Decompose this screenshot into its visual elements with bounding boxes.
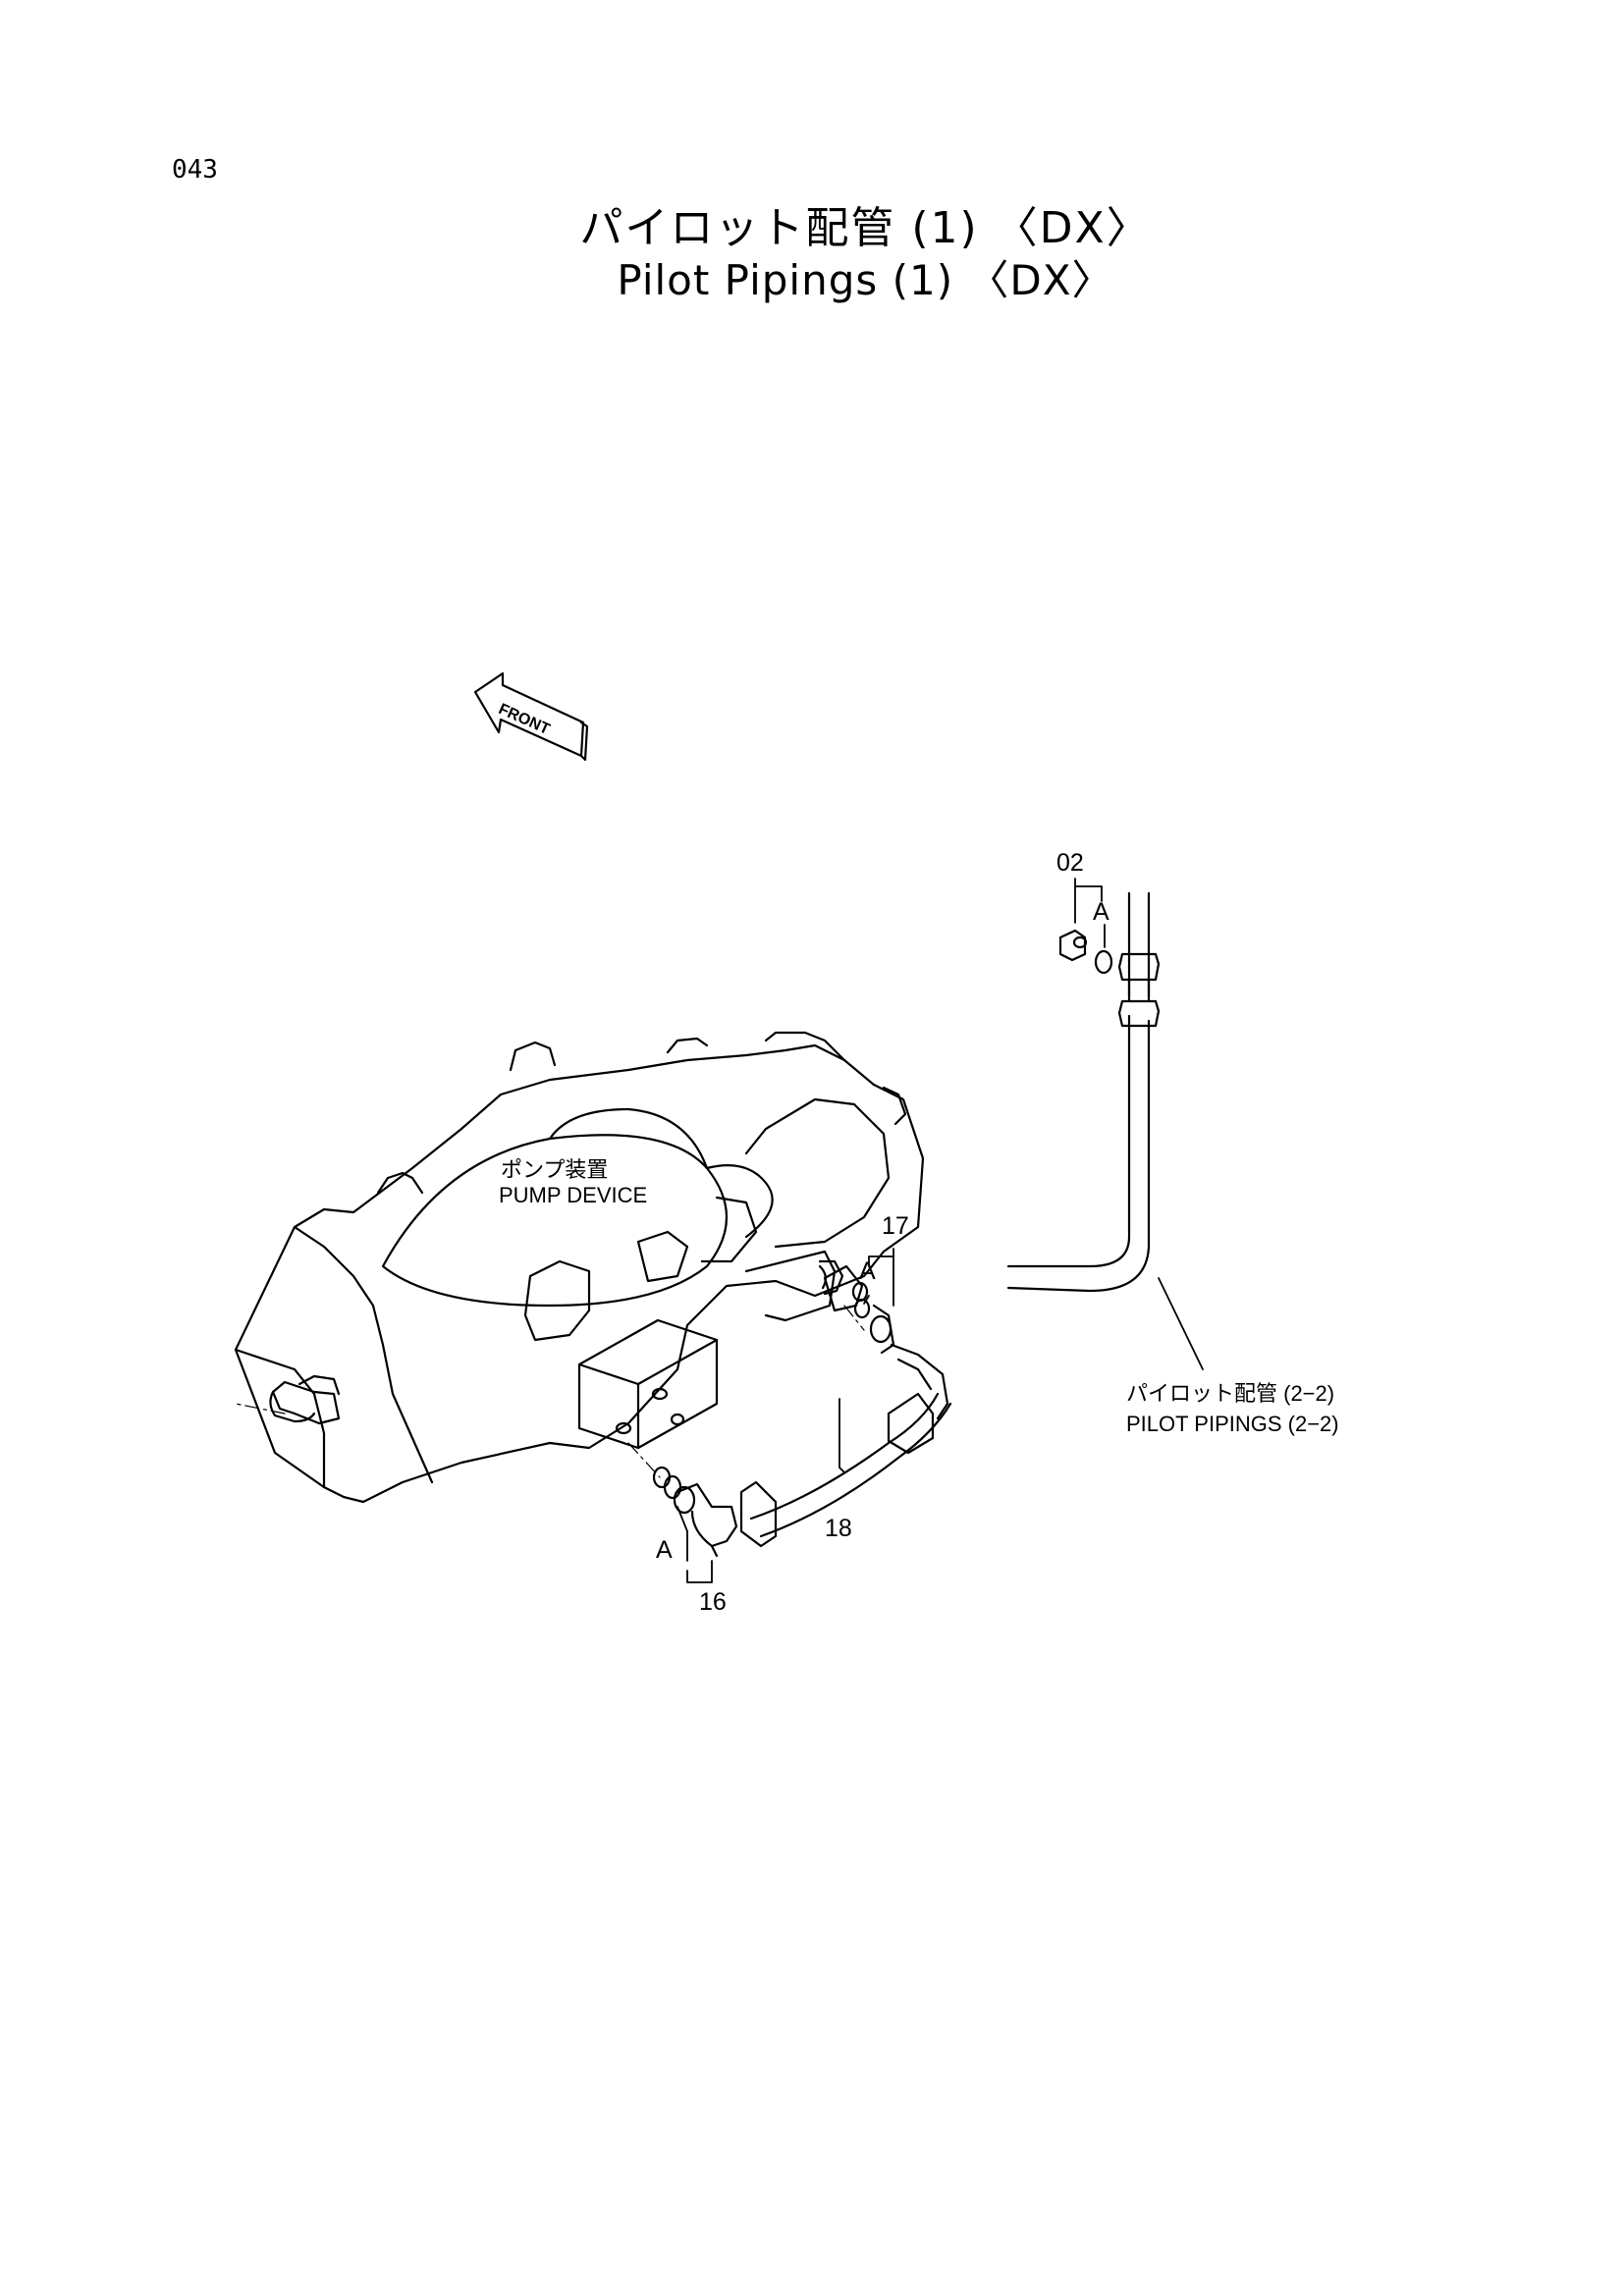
fitting-17 [823,1264,949,1420]
sub-callout-a-02: A [1093,898,1109,926]
pilot-hose-18 [739,1392,952,1548]
pilot-pipings-2-2-label-japanese: パイロット配管 (2−2) [1126,1381,1335,1406]
sub-callout-a-16: A [656,1536,673,1564]
plug-02 [1058,929,1088,962]
pilot-pipe-2-2 [1006,891,1161,1293]
part-number-17: 17 [882,1212,909,1240]
reference-centerlines [235,1305,865,1478]
elbow-fitting-16 [663,1474,738,1558]
sub-callout-a-17: A [859,1257,876,1285]
callout-leaders [676,878,1204,1583]
pilot-port-block [577,1318,719,1450]
part-number-18: 18 [825,1515,852,1542]
part-number-16: 16 [699,1588,727,1616]
o-ring-a-02 [1094,949,1113,975]
page-title-english: Pilot Pipings (1) 〈DX〉 [617,256,1114,304]
part-number-02: 02 [1056,849,1084,877]
pump-device-label-english: PUMP DEVICE [499,1183,648,1207]
pump-device-label-japanese: ポンプ装置 [501,1157,609,1182]
page-title-japanese: パイロット配管 (1) 〈DX〉 [579,203,1152,253]
page-number: 043 [172,155,218,185]
pump-device-outline [234,1031,925,1504]
o-ring-a-17 [853,1298,871,1319]
front-arrow-icon [473,671,589,762]
o-ring-a-16 [652,1466,672,1489]
pilot-pipings-2-2-label-english: PILOT PIPINGS (2−2) [1126,1412,1339,1436]
